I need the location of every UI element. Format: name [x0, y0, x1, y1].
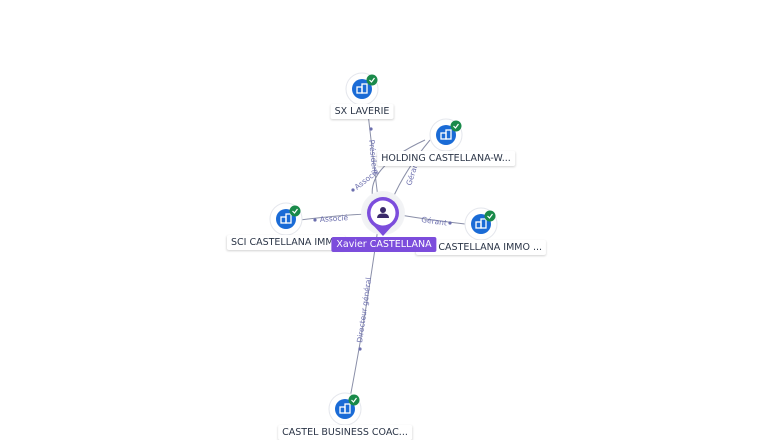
company-label-castel[interactable]: CASTEL BUSINESS COAC...: [278, 425, 412, 440]
building-icon: [475, 218, 487, 229]
edge-arrow: [369, 127, 373, 131]
edge-arrow: [313, 218, 317, 222]
building-icon: [339, 403, 351, 414]
check-icon: [348, 394, 360, 406]
edge-arrow: [448, 221, 452, 225]
edge-label-directeur: Directeur général: [355, 277, 373, 343]
building-icon: [280, 213, 292, 224]
building-icon: [356, 83, 368, 94]
edge-label-associe-sci: Associé: [320, 213, 349, 224]
person-label[interactable]: Xavier CASTELLANA: [331, 237, 437, 252]
company-label-holding[interactable]: HOLDING CASTELLANA-W...: [377, 151, 515, 166]
edge-label-president: Président: [367, 139, 380, 175]
company-node-sx-laverie[interactable]: [345, 72, 379, 106]
edge-line-gerant-sci-right: [399, 214, 466, 225]
company-label-sci-right[interactable]: SCI CASTELLANA IMMO ...: [415, 240, 547, 255]
company-label-sx-laverie[interactable]: SX LAVERIE: [330, 104, 394, 119]
edge-arrow: [358, 347, 362, 351]
building-icon: [440, 129, 452, 140]
company-node-sci-left[interactable]: [269, 202, 303, 236]
check-icon: [289, 205, 301, 217]
company-node-sci-right[interactable]: [464, 207, 498, 241]
person-icon: [377, 207, 389, 218]
company-node-castel[interactable]: [328, 392, 362, 426]
check-icon: [484, 210, 496, 222]
person-node[interactable]: [361, 191, 405, 236]
check-icon: [450, 120, 462, 132]
company-label-sci-left[interactable]: SCI CASTELLANA IMMO: [226, 235, 346, 250]
check-icon: [366, 74, 378, 86]
edge-arrow: [351, 188, 355, 192]
edge-label-gerant-sci-right: Gérant: [421, 215, 448, 228]
company-node-holding[interactable]: [429, 118, 463, 152]
